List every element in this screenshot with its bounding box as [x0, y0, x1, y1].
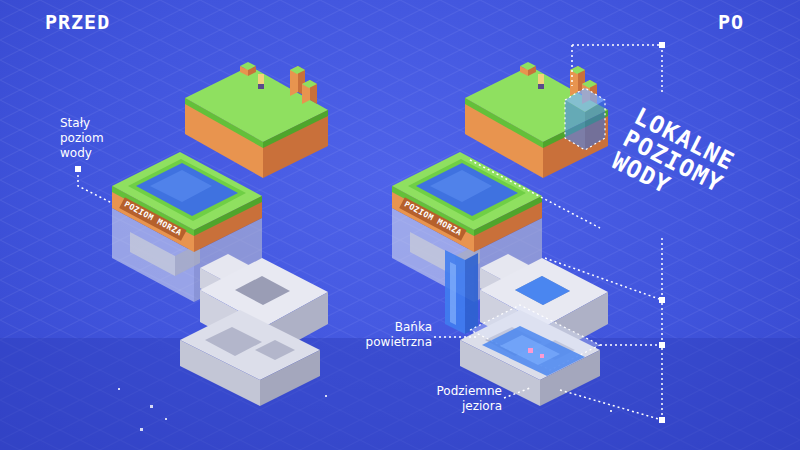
panel-heading: PRZED — [45, 10, 110, 34]
leader-lines — [78, 45, 662, 422]
after-water — [445, 88, 605, 376]
lower-band — [0, 338, 800, 450]
callout-label: Bańka powietrzna — [356, 320, 432, 350]
markers — [75, 42, 665, 423]
callout-label: Stały poziom wody — [60, 116, 114, 161]
after-scene — [392, 62, 608, 406]
callout-label: Podziemne jeziora — [426, 384, 502, 414]
panel-heading: PO — [718, 10, 744, 34]
before-scene — [112, 62, 328, 406]
sparkles — [118, 388, 612, 431]
